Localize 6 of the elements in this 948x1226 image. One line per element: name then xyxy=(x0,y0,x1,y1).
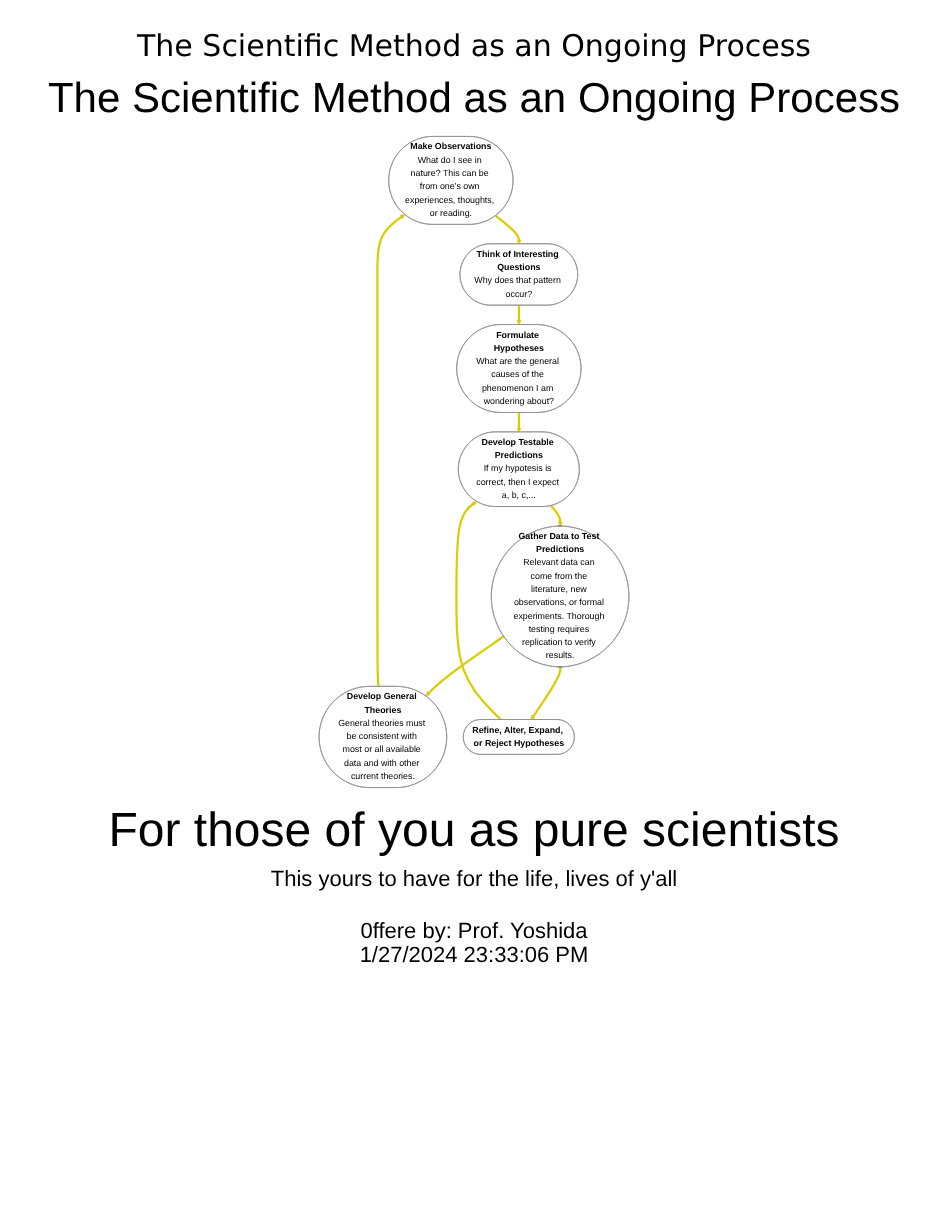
note-text: This yours to have for the life, lives of y'all xyxy=(268,868,680,892)
heading: The Scientific Method as an Ongoing Process xyxy=(45,76,903,124)
note-text: 0ffere by: Prof. Yoshida xyxy=(358,920,590,944)
note-text: 1/27/2024 23:33:06 PM xyxy=(357,944,591,968)
title: The Scientific Method as an Ongoing Process xyxy=(135,28,813,64)
subheading: For those of you as pure scientists xyxy=(106,804,842,860)
